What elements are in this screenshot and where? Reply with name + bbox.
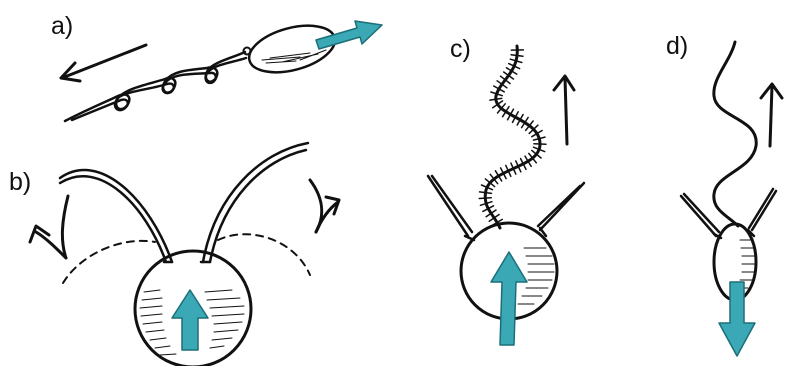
panel-a <box>61 17 382 121</box>
flagellum-hair <box>511 55 523 57</box>
panel-d-right-flagellum <box>749 189 776 230</box>
panel-b-right-flagellum <box>203 143 308 262</box>
panel-a-corkscrew-flagellum <box>65 48 251 122</box>
panel-b-label: b) <box>9 170 31 195</box>
panel-d-label: d) <box>666 34 688 59</box>
panel-c-right-flagellum <box>538 183 584 230</box>
panel-b-right-stroke-path <box>218 234 310 275</box>
flagellum-hair <box>479 198 491 199</box>
panel-a-label: a) <box>51 14 73 39</box>
panel-c-label: c) <box>450 37 471 62</box>
panel-c-hairy-flagellum <box>479 46 546 228</box>
panel-b-right-beat-arrow <box>310 180 339 232</box>
panel-d-smooth-flagellum <box>714 42 756 226</box>
panel-a-flagellum-motion-arrow <box>61 45 146 81</box>
panel-d <box>681 42 782 356</box>
panel-b-left-flagellum <box>60 170 172 262</box>
panel-c <box>428 46 584 345</box>
panel-b-left-stroke-path <box>63 241 155 283</box>
panel-c-flagellum-motion-arrow <box>554 76 574 144</box>
panel-b-left-beat-arrow <box>30 196 68 258</box>
panel-b-swim-direction-arrow <box>172 290 208 350</box>
panel-a-cell-body <box>244 17 340 80</box>
flagellum-hair <box>480 192 492 194</box>
panel-a-swim-direction-arrow <box>316 21 382 49</box>
panel-b <box>30 143 339 366</box>
panel-c-swim-direction-arrow <box>491 252 527 345</box>
flagellum-hair <box>490 98 502 100</box>
panel-c-left-flagellum <box>428 176 472 236</box>
panel-d-flagellum-motion-arrow <box>761 84 782 146</box>
